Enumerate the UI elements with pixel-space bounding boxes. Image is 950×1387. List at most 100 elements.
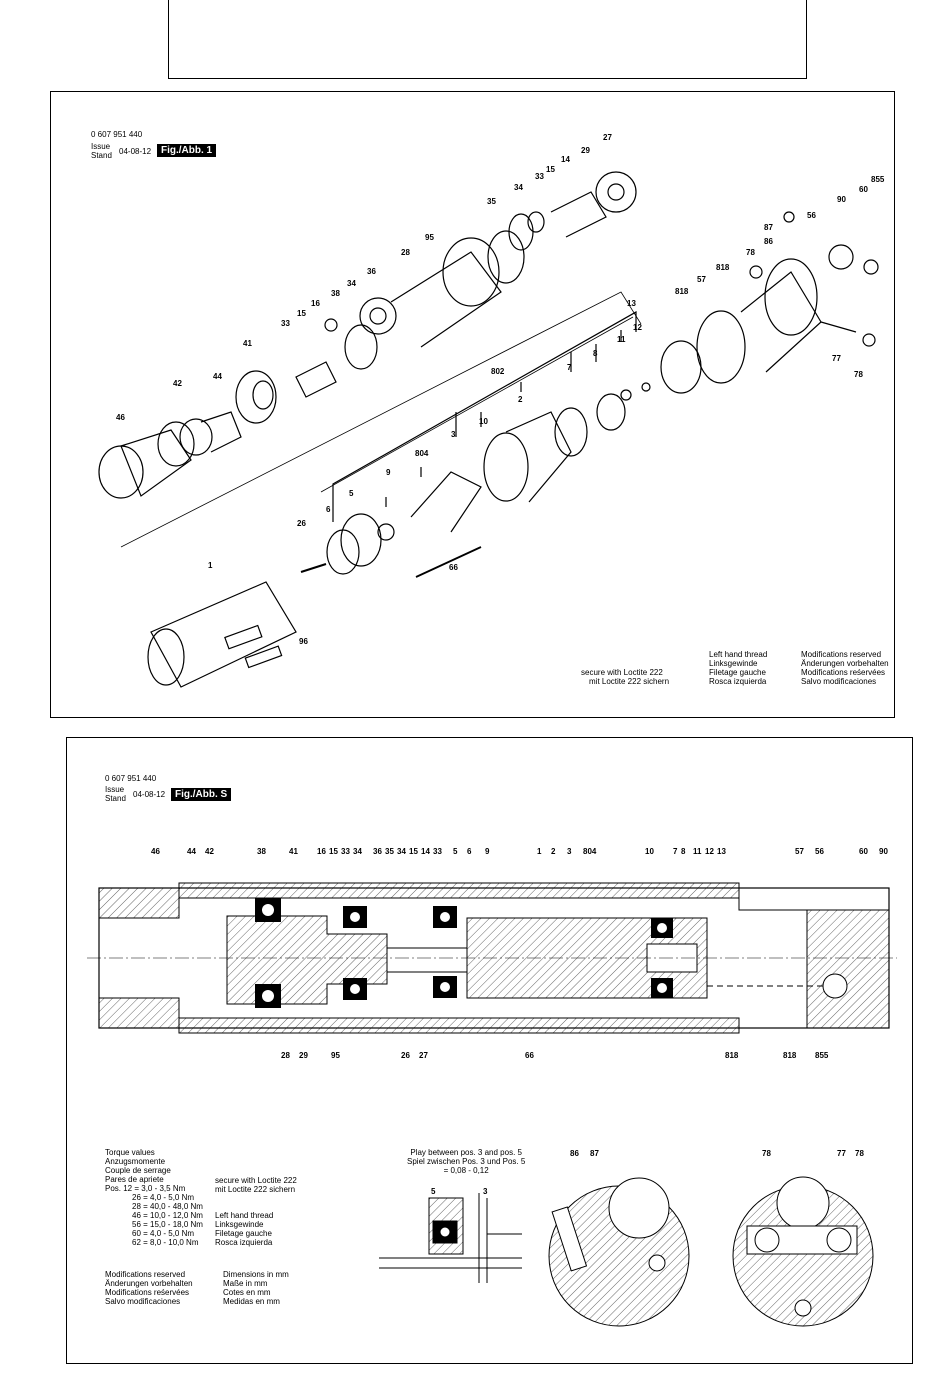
callout: 804 bbox=[415, 449, 429, 458]
section-top-callout: 44 bbox=[187, 847, 196, 856]
callout: 11 bbox=[617, 335, 626, 344]
section-top-callout: 15 bbox=[329, 847, 338, 856]
section-view-panel: 0 607 951 440 Issue Stand 04-08-12 Fig./… bbox=[66, 737, 913, 1364]
exploded-view-panel: 0 607 951 440 Issue Stand 04-08-12 Fig./… bbox=[50, 91, 895, 718]
section-top-callout: 90 bbox=[879, 847, 888, 856]
callout: 10 bbox=[479, 417, 488, 426]
callout: 44 bbox=[213, 372, 222, 381]
play-note: Play between pos. 3 and pos. 5 Spiel zwi… bbox=[407, 1148, 526, 1175]
callout: 60 bbox=[859, 185, 868, 194]
figure-label: Fig./Abb. 1 bbox=[157, 144, 217, 157]
left-hand-legend: Left hand thread Linksgewinde Filetage g… bbox=[709, 650, 768, 686]
section-top-callout: 9 bbox=[485, 847, 490, 856]
exploded-parts bbox=[98, 171, 879, 688]
section-top-callout: 56 bbox=[815, 847, 824, 856]
callout: 96 bbox=[299, 637, 308, 646]
callout: 33 bbox=[535, 172, 544, 181]
section-top-callout: 13 bbox=[717, 847, 726, 856]
section-top-callout: 35 bbox=[385, 847, 394, 856]
section-top-callout: 38 bbox=[257, 847, 266, 856]
section-top-callout: 41 bbox=[289, 847, 298, 856]
callout: 56 bbox=[807, 211, 816, 220]
modifications-legend: Modifications reserved Änderungen vorbeh… bbox=[801, 650, 889, 686]
callout: 13 bbox=[627, 299, 636, 308]
callout: 14 bbox=[561, 155, 570, 164]
callout: 2 bbox=[518, 395, 523, 404]
section-bottom-callout: 28 bbox=[281, 1051, 290, 1060]
callout: 26 bbox=[297, 519, 306, 528]
callout: 28 bbox=[401, 248, 410, 257]
section-top-callout: 3 bbox=[567, 847, 572, 856]
section-top-callout: 2 bbox=[551, 847, 556, 856]
doc-number: 0 607 951 440 bbox=[91, 130, 143, 139]
callout: 46 bbox=[116, 413, 125, 422]
callout: 34 bbox=[347, 279, 356, 288]
detail-a bbox=[548, 1177, 690, 1327]
loctite-legend: secure with Loctite 222 mit Loctite 222 … bbox=[215, 1176, 297, 1194]
detail-b bbox=[732, 1176, 874, 1327]
section-top-callout: 36 bbox=[373, 847, 382, 856]
detail-a-label: 87 bbox=[590, 1149, 599, 1158]
callout: 90 bbox=[837, 195, 846, 204]
callout: 86 bbox=[764, 237, 773, 246]
callout: 57 bbox=[697, 275, 706, 284]
callout: 6 bbox=[326, 505, 331, 514]
callout: 27 bbox=[603, 133, 612, 142]
section-bottom-callout: 27 bbox=[419, 1051, 428, 1060]
callout: 95 bbox=[425, 233, 434, 242]
exploded-drawing: 27 29 14 15 33 34 35 95 28 36 34 38 16 1… bbox=[98, 133, 885, 688]
section-top-callout: 57 bbox=[795, 847, 804, 856]
stand-label: Stand bbox=[105, 794, 126, 803]
loctite-legend: secure with Loctite 222 mit Loctite 222 … bbox=[581, 668, 670, 686]
detail-a-label: 86 bbox=[570, 1149, 579, 1158]
section-top-callout: 16 bbox=[317, 847, 326, 856]
callout: 66 bbox=[449, 563, 458, 572]
callout: 8 bbox=[593, 349, 598, 358]
detail-b-label: 77 bbox=[837, 1149, 846, 1158]
callout: 35 bbox=[487, 197, 496, 206]
callout: 7 bbox=[567, 363, 572, 372]
callout: 87 bbox=[764, 223, 773, 232]
modifications-legend: Modifications reserved Änderungen vorbeh… bbox=[105, 1270, 193, 1306]
callout: 15 bbox=[297, 309, 306, 318]
callout: 12 bbox=[633, 323, 642, 332]
section-bottom-callout: 66 bbox=[525, 1051, 534, 1060]
callout: 33 bbox=[281, 319, 290, 328]
exploded-callouts: 27 29 14 15 33 34 35 95 28 36 34 38 16 1… bbox=[116, 133, 885, 646]
callout: 78 bbox=[746, 248, 755, 257]
section-top-callout: 42 bbox=[205, 847, 214, 856]
figure-label: Fig./Abb. S bbox=[171, 788, 232, 801]
detail-play-label: 3 bbox=[483, 1187, 488, 1196]
section-bottom-callout: 95 bbox=[331, 1051, 340, 1060]
callout: 78 bbox=[854, 370, 863, 379]
header-box bbox=[168, 0, 807, 79]
callout: 77 bbox=[832, 354, 841, 363]
doc-number: 0 607 951 440 bbox=[105, 774, 157, 783]
section-top-callout: 1 bbox=[537, 847, 542, 856]
callout: 15 bbox=[546, 165, 555, 174]
issue-date: 04-08-12 bbox=[133, 790, 166, 799]
torque-table: Torque values Anzugsmomente Couple de se… bbox=[105, 1148, 203, 1247]
callout: 9 bbox=[386, 468, 391, 477]
section-top-callout: 34 bbox=[397, 847, 406, 856]
callout: 41 bbox=[243, 339, 252, 348]
section-top-callout: 7 bbox=[673, 847, 678, 856]
callout: 855 bbox=[871, 175, 885, 184]
section-body bbox=[87, 882, 897, 1034]
section-top-callout: 33 bbox=[341, 847, 350, 856]
callout: 29 bbox=[581, 146, 590, 155]
issue-label: Issue bbox=[105, 785, 125, 794]
callout: 802 bbox=[491, 367, 505, 376]
section-bottom-callout: 818 bbox=[725, 1051, 739, 1060]
section-top-callout: 60 bbox=[859, 847, 868, 856]
section-top-callout: 5 bbox=[453, 847, 458, 856]
callout: 34 bbox=[514, 183, 523, 192]
issue-date: 04-08-12 bbox=[119, 147, 152, 156]
detail-play bbox=[379, 1193, 522, 1283]
callout: 5 bbox=[349, 489, 354, 498]
section-top-callout: 11 bbox=[693, 847, 702, 856]
callout: 1 bbox=[208, 561, 213, 570]
section-top-callout: 8 bbox=[681, 847, 686, 856]
section-top-callout: 14 bbox=[421, 847, 430, 856]
